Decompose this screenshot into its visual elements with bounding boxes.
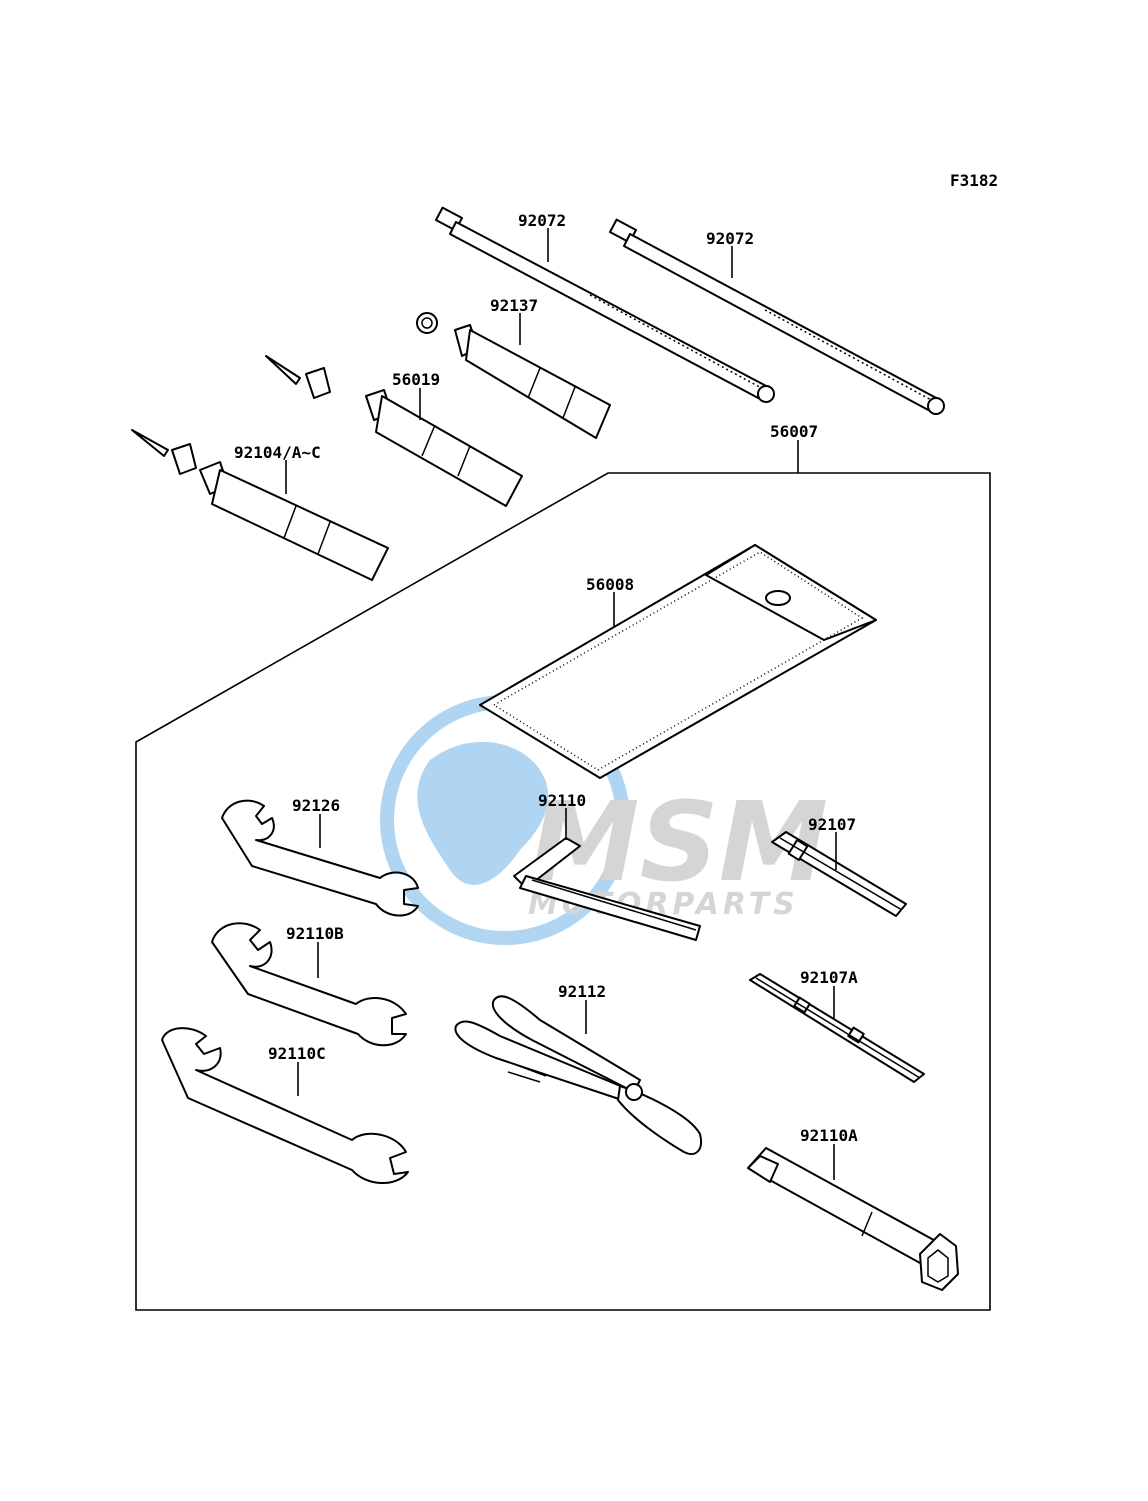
grease-tube-92104[interactable] [131,429,389,581]
label-grease-92137[interactable]: 92137 [490,296,538,315]
tool-case[interactable] [479,544,877,779]
tool-kit-outline [135,472,991,1311]
label-cable-tie-left[interactable]: 92072 [518,211,566,230]
label-plug-wrench[interactable]: 92110A [800,1126,858,1145]
label-wrench-92110b[interactable]: 92110B [286,924,344,943]
label-tool-case[interactable]: 56008 [586,575,634,594]
label-wrench-92110c[interactable]: 92110C [268,1044,326,1063]
cable-tie-right[interactable] [609,218,945,415]
figure-code: F3182 [950,171,998,190]
wrench-92126[interactable] [221,799,419,917]
screwdriver[interactable] [771,831,907,917]
screwdriver-a[interactable] [749,973,925,1083]
label-hex-wrench[interactable]: 92110 [538,791,586,810]
label-tool-kit[interactable]: 56007 [770,422,818,441]
wrench-92110c[interactable] [161,1027,409,1185]
grease-tube-92137[interactable] [416,312,611,439]
label-screwdriver[interactable]: 92107 [808,815,856,834]
pliers[interactable] [454,995,702,1155]
wrench-92110b[interactable] [211,922,407,1047]
grease-tube-56019[interactable] [265,355,523,507]
hex-wrench[interactable] [513,837,701,941]
label-wrench-92126[interactable]: 92126 [292,796,340,815]
label-grease-92104[interactable]: 92104/A~C [234,443,321,462]
plug-wrench[interactable] [747,1147,959,1291]
label-pliers[interactable]: 92112 [558,982,606,1001]
label-grease-56019[interactable]: 56019 [392,370,440,389]
label-screwdriver-a[interactable]: 92107A [800,968,858,987]
cable-tie-left[interactable] [435,206,775,403]
label-cable-tie-right[interactable]: 92072 [706,229,754,248]
